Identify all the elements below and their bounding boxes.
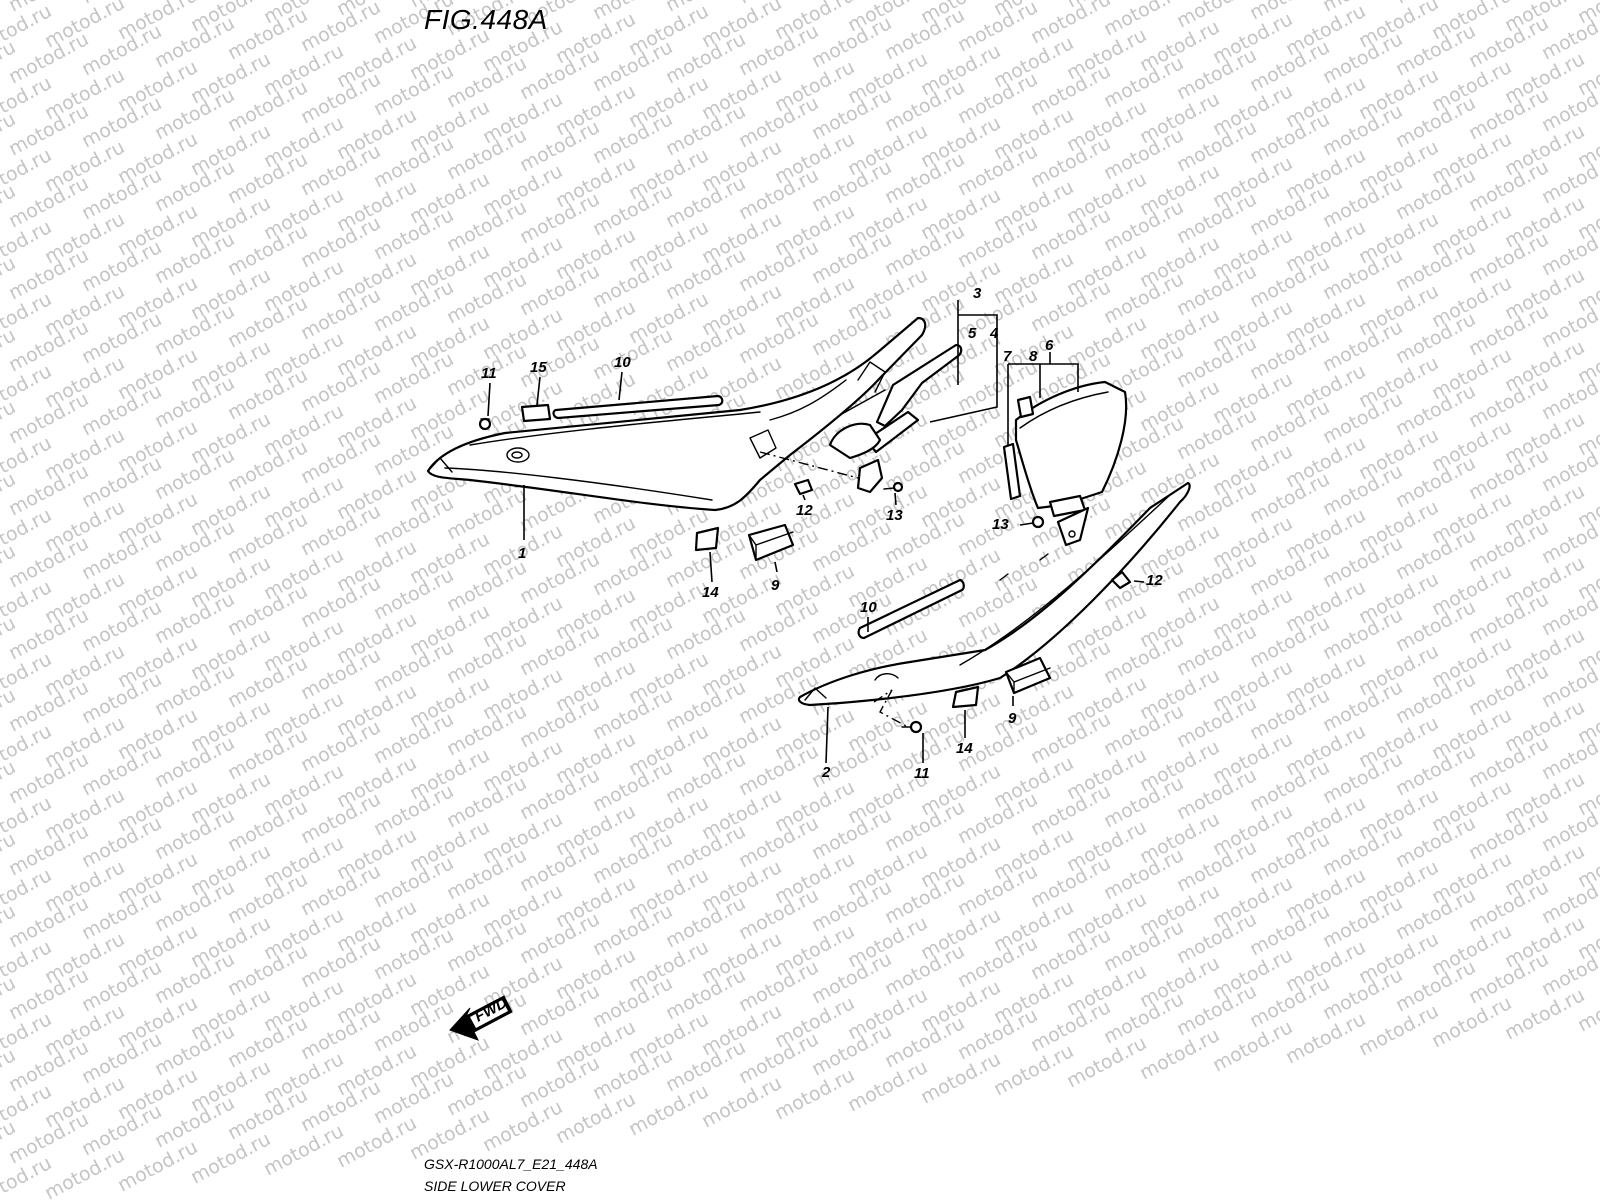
callout-11-lower: 11: [914, 765, 930, 782]
seal-14-upper: [694, 526, 720, 552]
section-name: SIDE LOWER COVER: [424, 1178, 566, 1194]
screw-11-lower: [901, 720, 923, 734]
clip-12-upper: [793, 478, 814, 496]
screw-13-upper: [856, 458, 904, 494]
callout-12-lower: 12: [1146, 572, 1163, 589]
foam-strip-7: [1002, 442, 1022, 501]
forward-arrow: FWD: [449, 994, 513, 1041]
block-9-upper: [747, 523, 795, 562]
callout-10-upper: 10: [614, 354, 631, 371]
callout-11-upper: 11: [481, 365, 497, 382]
callout-5: 5: [968, 325, 977, 342]
callout-1: 1: [518, 545, 526, 562]
callout-6: 6: [1045, 337, 1054, 354]
model-code: GSX-R1000AL7_E21_448A: [424, 1156, 598, 1172]
clip-11-upper: [478, 417, 492, 431]
callout-14-upper: 14: [702, 584, 719, 601]
callout-13-lower: 13: [992, 516, 1009, 533]
callout-3: 3: [973, 285, 982, 302]
callout-13-upper: 13: [886, 507, 903, 524]
pad-15: [520, 403, 552, 423]
seal-14-lower: [951, 685, 980, 709]
callout-2: 2: [821, 764, 831, 781]
callout-8: 8: [1029, 348, 1038, 365]
side-cover-left-1: [426, 316, 927, 512]
callout-15: 15: [530, 359, 547, 376]
callout-9-upper: 9: [771, 577, 780, 594]
callout-14-lower: 14: [956, 740, 973, 757]
callout-7: 7: [1003, 348, 1012, 365]
part-8-tab: [1016, 395, 1035, 419]
callout-12-upper: 12: [796, 502, 813, 519]
callout-4: 4: [989, 325, 999, 342]
callout-10-lower: 10: [860, 599, 877, 616]
callout-9-lower: 9: [1008, 710, 1017, 727]
screw-13-lower: [1031, 515, 1045, 529]
